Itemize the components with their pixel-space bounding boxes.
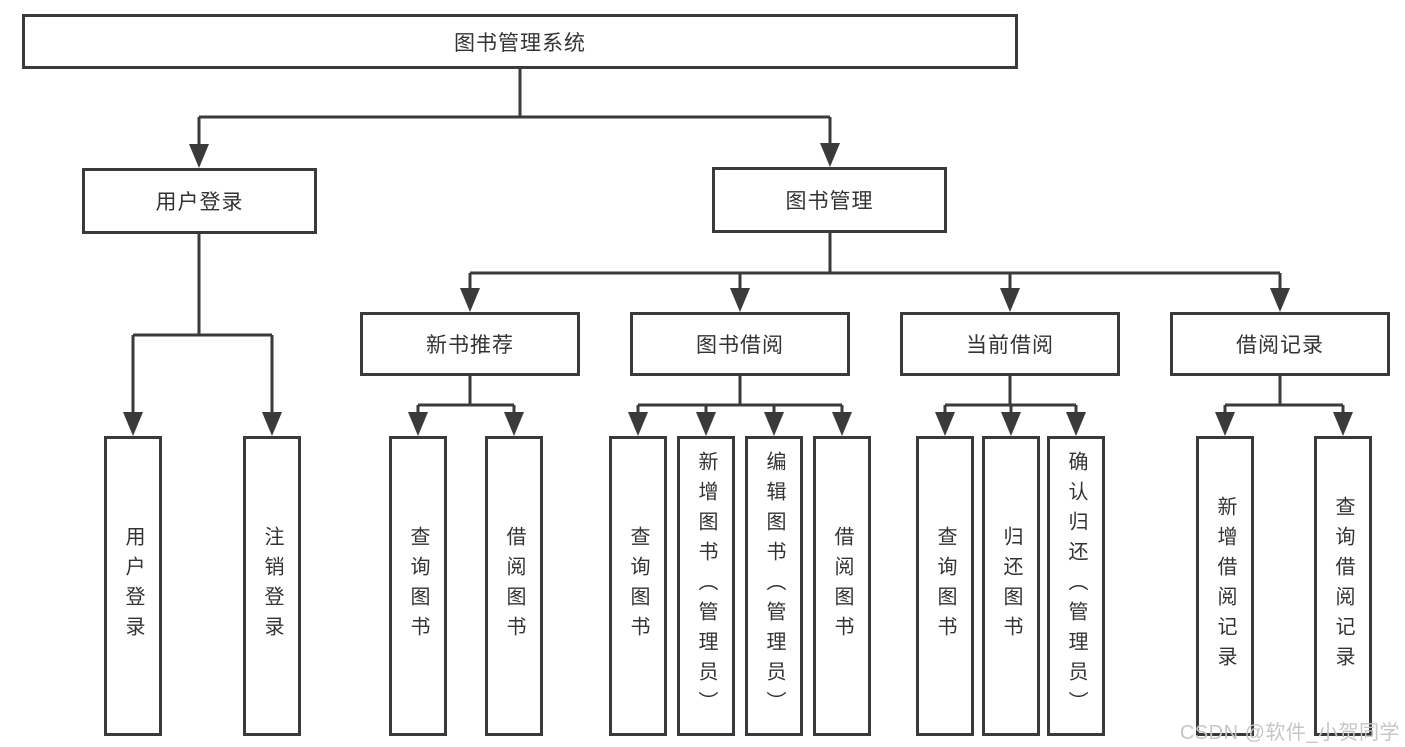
leaf-label: 用户登录 <box>122 526 144 646</box>
node-borrowing-records: 借阅记录 <box>1170 312 1390 376</box>
leaf-label: 确认归还（管理员） <box>1065 451 1087 721</box>
leaf-label: 查询借阅记录 <box>1332 496 1354 676</box>
leaf-label: 归还图书 <box>1000 526 1022 646</box>
leaf-add-borrow-record: 新增借阅记录 <box>1196 436 1254 736</box>
leaf-query-books-recommend: 查询图书 <box>389 436 447 736</box>
leaf-label: 新增图书（管理员） <box>695 451 717 721</box>
leaf-add-book-admin: 新增图书（管理员） <box>677 436 735 736</box>
leaf-confirm-return-admin: 确认归还（管理员） <box>1047 436 1105 736</box>
leaf-label: 编辑图书（管理员） <box>763 451 785 721</box>
leaf-query-borrow-record: 查询借阅记录 <box>1314 436 1372 736</box>
node-library-management-system: 图书管理系统 <box>22 14 1018 69</box>
leaf-label: 注销登录 <box>261 526 283 646</box>
leaf-label: 查询图书 <box>627 526 649 646</box>
node-user-login: 用户登录 <box>82 168 317 234</box>
csdn-watermark: CSDN @软件_小贺同学 <box>1179 722 1400 744</box>
leaf-borrow-books-recommend: 借阅图书 <box>485 436 543 736</box>
leaf-logout: 注销登录 <box>243 436 301 736</box>
leaf-label: 查询图书 <box>407 526 429 646</box>
leaf-label: 新增借阅记录 <box>1214 496 1236 676</box>
node-book-management: 图书管理 <box>712 167 947 233</box>
leaf-label: 借阅图书 <box>503 526 525 646</box>
leaf-edit-book-admin: 编辑图书（管理员） <box>745 436 803 736</box>
leaf-query-books-current: 查询图书 <box>916 436 974 736</box>
leaf-query-books-borrow: 查询图书 <box>609 436 667 736</box>
leaf-label: 查询图书 <box>934 526 956 646</box>
node-new-book-recommendation: 新书推荐 <box>360 312 580 376</box>
leaf-label: 借阅图书 <box>831 526 853 646</box>
node-current-borrowing: 当前借阅 <box>900 312 1120 376</box>
node-book-borrowing: 图书借阅 <box>630 312 850 376</box>
arrowheads <box>123 143 1353 436</box>
leaf-user-login: 用户登录 <box>104 436 162 736</box>
leaf-borrow-books: 借阅图书 <box>813 436 871 736</box>
tree-edges <box>131 69 1345 418</box>
leaf-return-book: 归还图书 <box>982 436 1040 736</box>
